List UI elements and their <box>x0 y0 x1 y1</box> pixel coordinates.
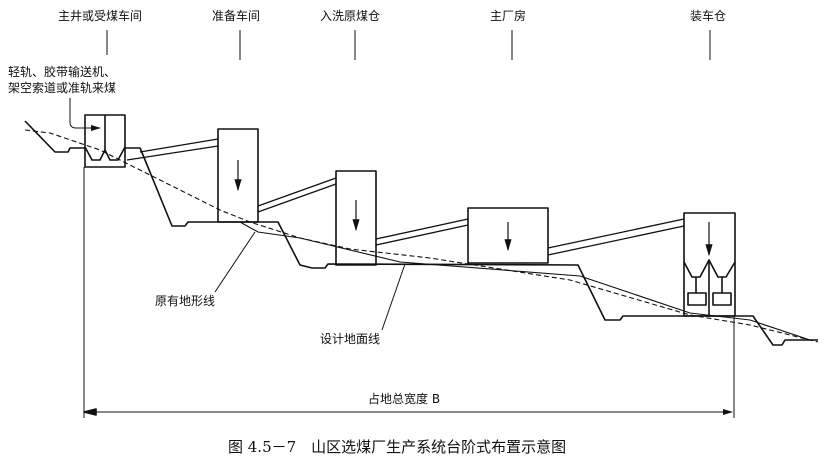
original-terrain-line <box>24 129 819 343</box>
label-raw-coal-bin: 入洗原煤仓 <box>320 9 381 23</box>
design-ground-profile <box>125 147 818 346</box>
label-total-width: 占地总宽度 B <box>368 392 441 406</box>
design-ground-line <box>239 221 811 341</box>
main-shaft-bunker <box>84 114 126 168</box>
label-design-ground: 设计地面线 <box>320 332 381 346</box>
label-main-shaft: 主井或受煤车间 <box>58 9 143 23</box>
conveyor <box>126 138 685 256</box>
label-loading-bin: 装车仓 <box>690 9 727 23</box>
label-incoming-line2: 架空索道或准轨来煤 <box>8 81 117 95</box>
label-main-building: 主厂房 <box>490 9 527 23</box>
figure-caption: 图 4.5－7 山区选煤厂生产系统台阶式布置示意图 <box>228 438 567 456</box>
raw-coal-bin-building <box>335 170 377 266</box>
design-ground-profile <box>24 120 85 153</box>
label-original-terrain: 原有地形线 <box>155 294 216 308</box>
label-prep-workshop: 准备车间 <box>212 9 261 23</box>
prep-workshop-building <box>217 128 259 223</box>
main-plant-building <box>467 207 549 264</box>
loading-bin-building <box>683 212 736 317</box>
label-incoming-line1: 轻轨、胶带输送机、 <box>8 65 117 79</box>
